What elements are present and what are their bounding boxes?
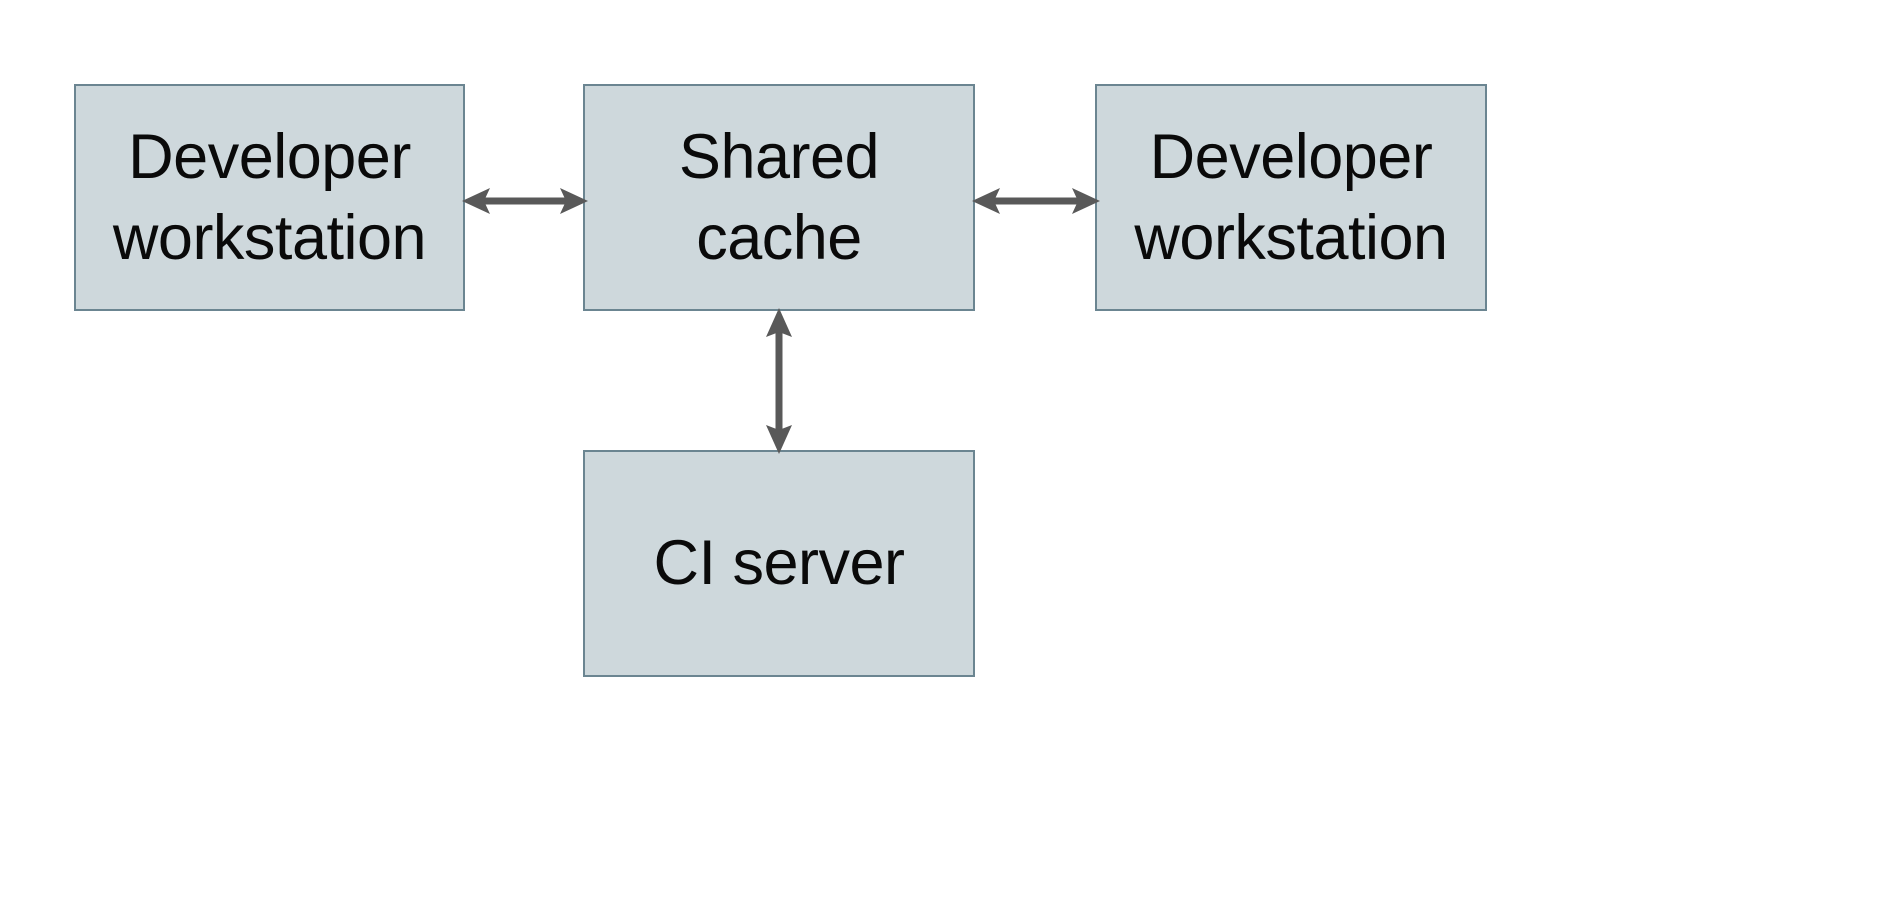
edge-developer-workstation-left-to-shared-cache[interactable] [462,176,588,226]
edge-shared-cache-to-ci-server[interactable] [754,308,804,454]
node-shared-cache[interactable]: Shared cache [583,84,975,311]
node-ci-server[interactable]: CI server [583,450,975,677]
bidirectional-arrow-icon [766,308,792,454]
node-label: Shared cache [678,121,880,273]
node-label: Developer workstation [112,121,427,273]
node-developer-workstation-left[interactable]: Developer workstation [74,84,465,311]
bidirectional-arrow-icon [972,188,1100,214]
node-label: Developer workstation [1134,121,1448,273]
edge-shared-cache-to-developer-workstation-right[interactable] [972,176,1100,226]
bidirectional-arrow-icon [462,188,588,214]
node-label: CI server [653,528,905,599]
node-developer-workstation-right[interactable]: Developer workstation [1095,84,1487,311]
